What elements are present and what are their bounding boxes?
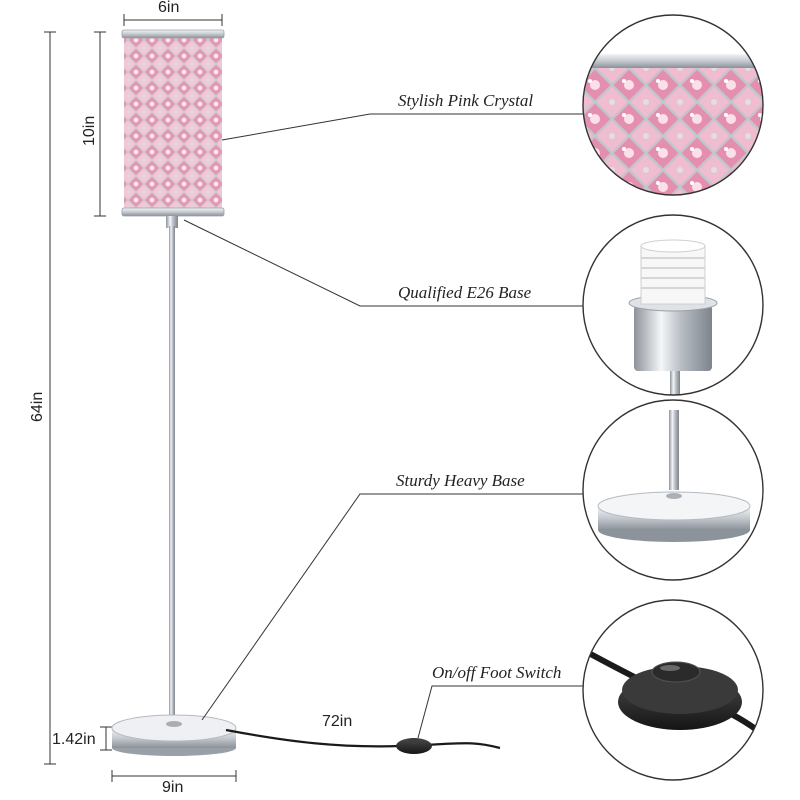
total-height-label: 64in [29,391,46,422]
socket-collar [166,216,178,228]
power-cord [225,728,501,750]
lamp-shade [121,29,225,217]
shade-width-label: 6in [158,0,180,16]
foot-switch [396,738,432,754]
callout-lines [183,113,590,739]
base-height-label: 1.42in [52,731,96,748]
cord-length-label: 72in [322,713,353,730]
shade-height-label: 10in [81,115,98,146]
dimension-lines [44,14,237,782]
foot-switch-closeup-icon [582,599,764,781]
crystal-shade-closeup-icon [582,14,764,196]
base-width-label: 9in [162,779,184,796]
lamp-pole [169,226,175,716]
callout-label-e26-base: Qualified E26 Base [398,283,532,302]
callout-label-foot-switch: On/off Foot Switch [432,663,562,682]
heavy-base-closeup-icon [582,399,764,581]
callout-label-heavy-base: Sturdy Heavy Base [396,471,525,490]
e26-socket-closeup-icon [582,214,764,396]
lamp-base [111,714,237,756]
callout-label-crystal: Stylish Pink Crystal [398,91,534,110]
